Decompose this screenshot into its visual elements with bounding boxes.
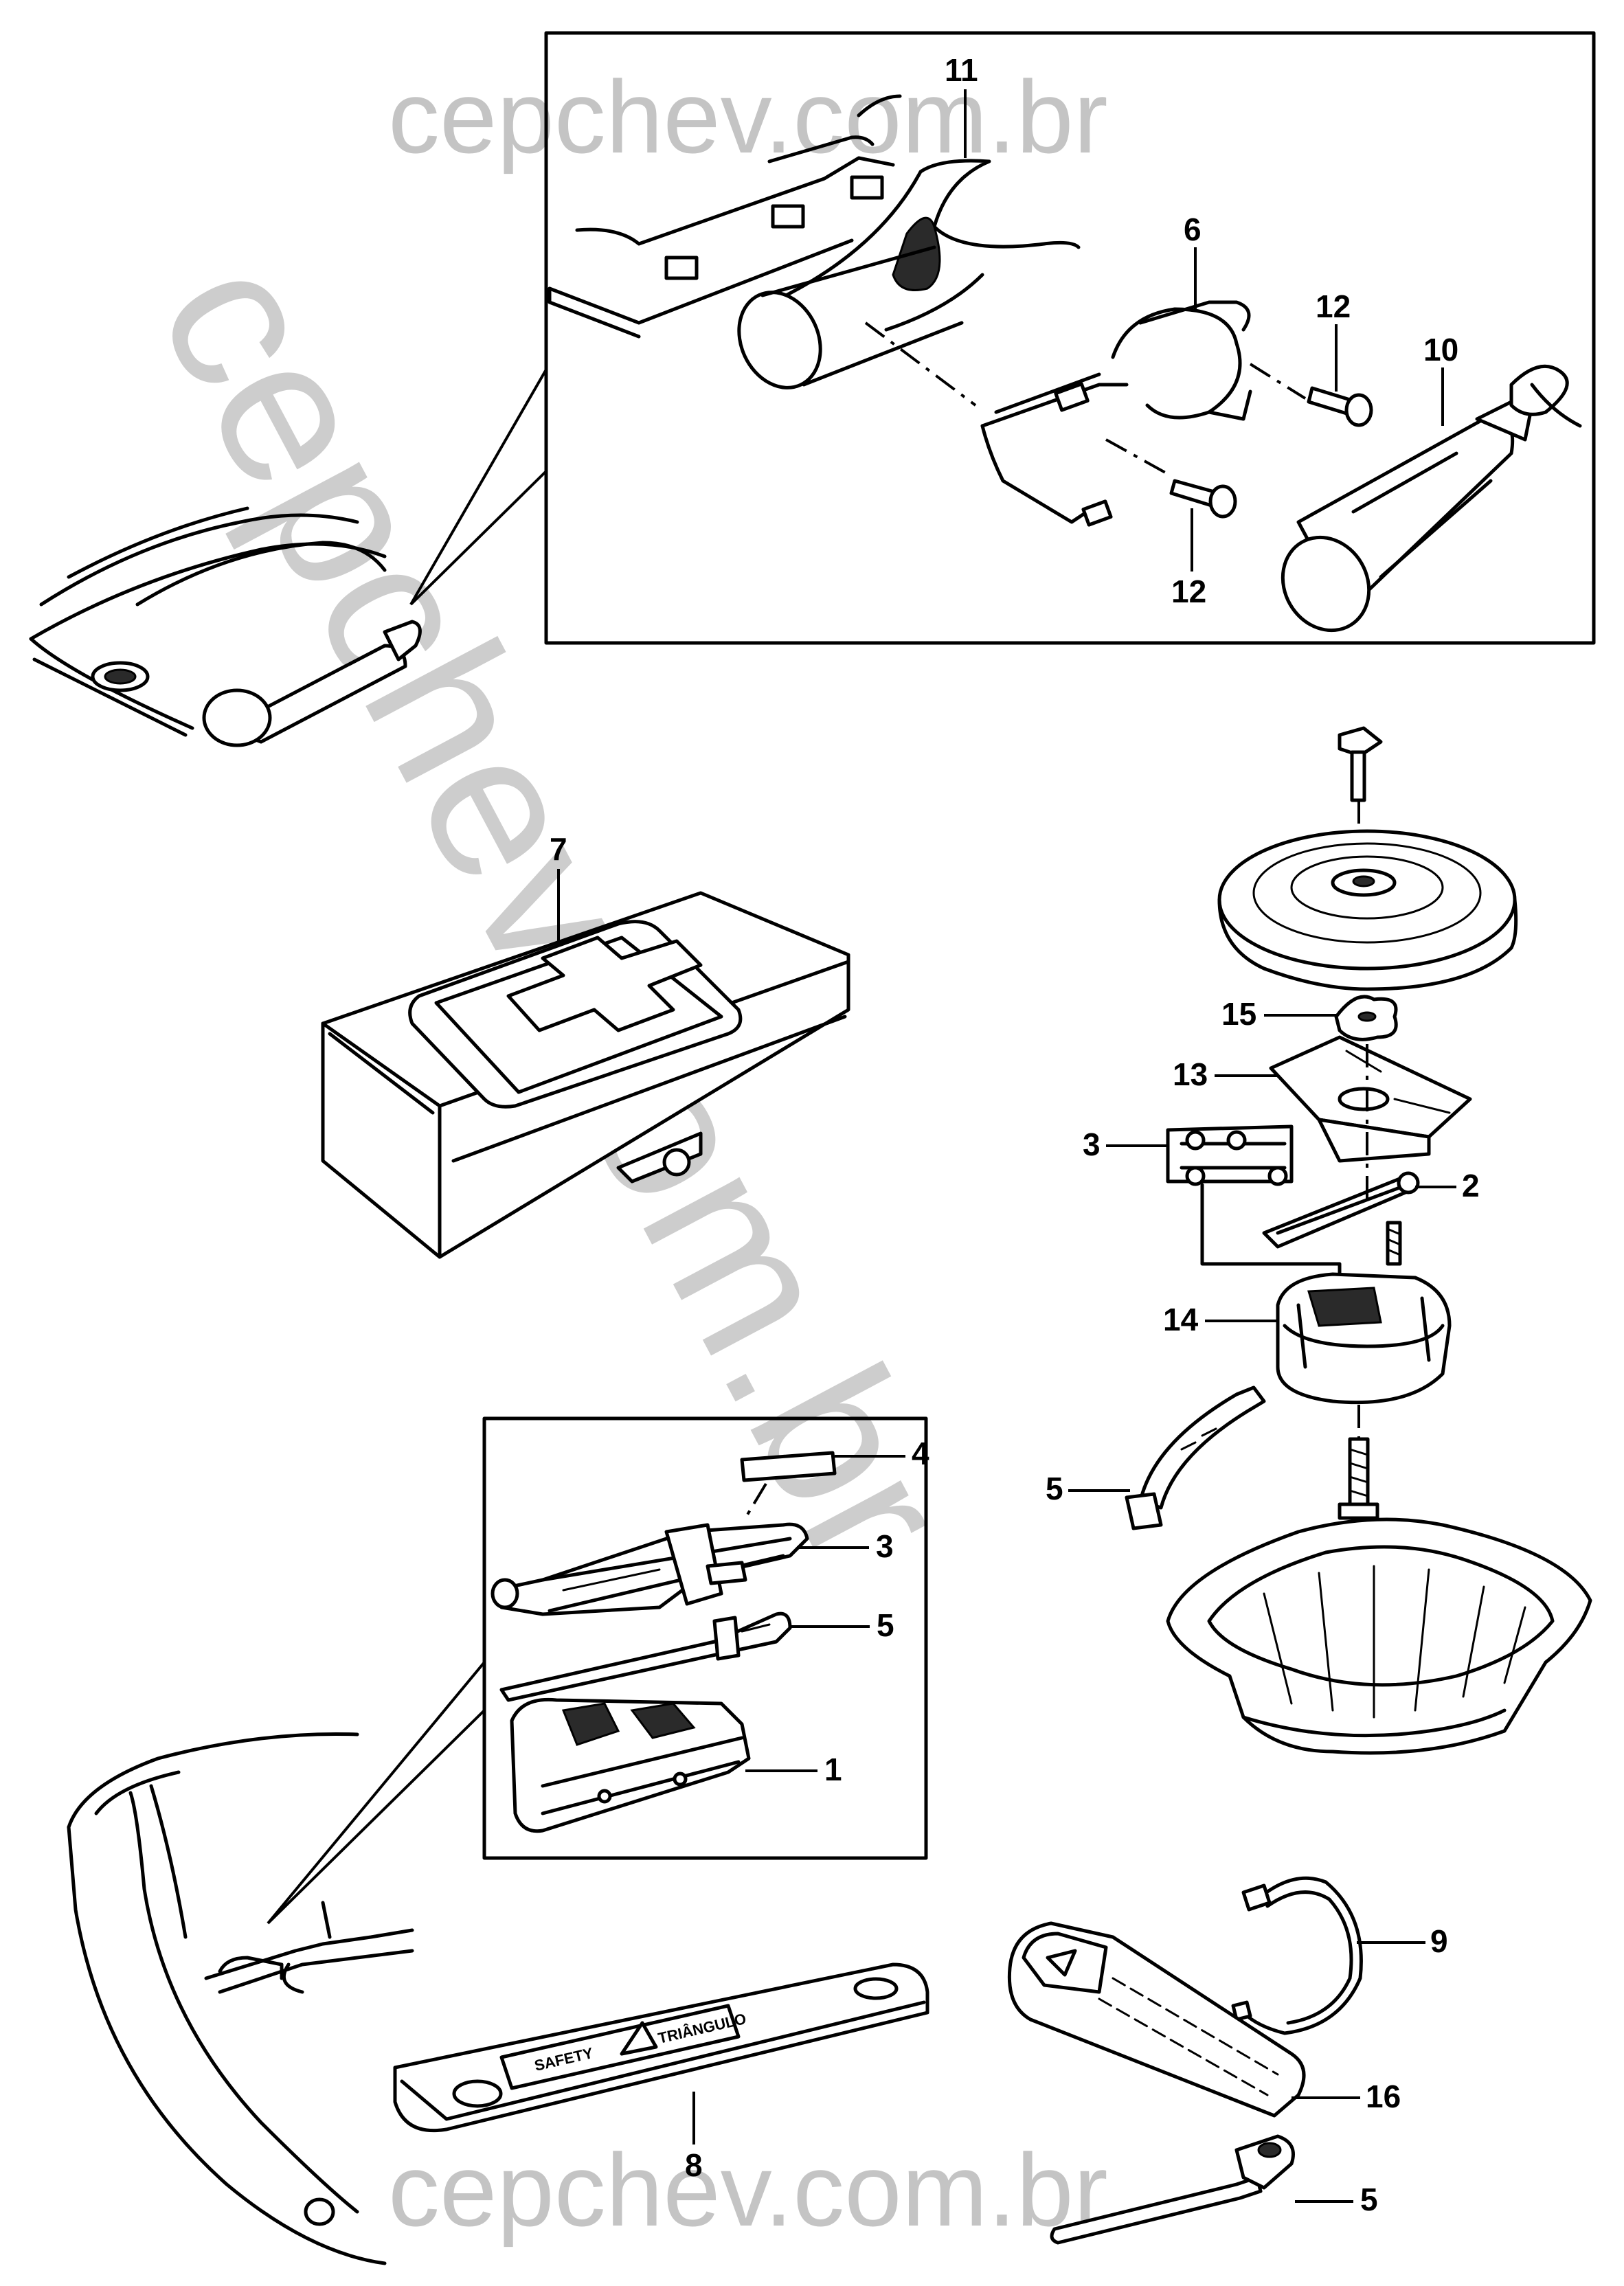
- jack-3-right: [1166, 1124, 1294, 1186]
- trunk-locator-view: [67, 1732, 414, 2265]
- wrench-5-box: [499, 1611, 792, 1702]
- retaining-strap-9: [1231, 1876, 1363, 2035]
- first-aid-kit-7: [321, 891, 850, 1259]
- wheel-bolt: [1338, 726, 1383, 802]
- callout-9: 9: [1430, 1923, 1448, 1959]
- spring-pin: [1386, 1221, 1402, 1266]
- watermark-diagonal: cepchev.com.br: [115, 221, 995, 1601]
- callout-1: 1: [824, 1752, 842, 1787]
- bolt-12-upper: [1307, 386, 1373, 427]
- callout-6: 6: [1184, 212, 1202, 247]
- callout-12-upper: 12: [1316, 288, 1351, 324]
- extinguisher-detail-group: 11 6 12 10 12: [409, 31, 1596, 645]
- seat-locator-view: [29, 506, 422, 747]
- callout-3-box: 3: [876, 1528, 894, 1564]
- watermark-top: cepchev.com.br: [388, 59, 1108, 174]
- tool-case-1: [510, 1697, 751, 1833]
- tool-pouch-16: [1007, 1921, 1306, 2118]
- tool-detail-box: [482, 1416, 928, 1860]
- callout-12-lower: 12: [1171, 574, 1206, 609]
- center-bolt: [1338, 1437, 1379, 1520]
- callout-2: 2: [1462, 1168, 1480, 1203]
- fire-extinguisher-10: [1281, 364, 1582, 633]
- spare-wheel-well: [1166, 1517, 1592, 1755]
- callout-10: 10: [1423, 332, 1458, 367]
- callout-5-right: 5: [1046, 1471, 1063, 1506]
- seat-rail: [548, 94, 902, 339]
- wrench-5-right: [1125, 1385, 1266, 1530]
- mounting-clip-6: [864, 300, 1307, 527]
- wing-nut-15: [1334, 995, 1398, 1041]
- extinguisher-detail-box: [544, 31, 1596, 645]
- lug-wrench-5: [1050, 2134, 1295, 2245]
- spare-wheel: [1217, 829, 1518, 991]
- warning-triangle-case-8: SAFETY TRIÂNGULO: [393, 1962, 929, 2133]
- callout-8: 8: [685, 2147, 703, 2183]
- spare-wheel-assembly: [1125, 726, 1592, 1755]
- callout-3-right: 3: [1083, 1127, 1101, 1162]
- wheel-holder-14: [1276, 1272, 1452, 1405]
- watermark-bottom: cepchev.com.br: [388, 2132, 1108, 2248]
- bolt-12-lower: [1169, 479, 1237, 519]
- mounting-plate-13: [1269, 1035, 1472, 1163]
- tool-detail-group: 4 3 5 1: [267, 1416, 929, 1925]
- callout-13: 13: [1173, 1056, 1208, 1092]
- callout-4: 4: [912, 1436, 929, 1471]
- callout-7: 7: [550, 831, 567, 867]
- callout-14: 14: [1163, 1302, 1199, 1337]
- callout-5-bottom: 5: [1360, 2182, 1378, 2217]
- callout-16: 16: [1366, 2079, 1401, 2114]
- label-sticker-4: [740, 1451, 837, 1482]
- callout-5-box: 5: [877, 1607, 894, 1643]
- extinguisher-bracket-11: [737, 159, 1081, 389]
- scissor-jack-3: [490, 1522, 809, 1616]
- callout-11: 11: [945, 52, 978, 88]
- callout-15: 15: [1221, 996, 1256, 1032]
